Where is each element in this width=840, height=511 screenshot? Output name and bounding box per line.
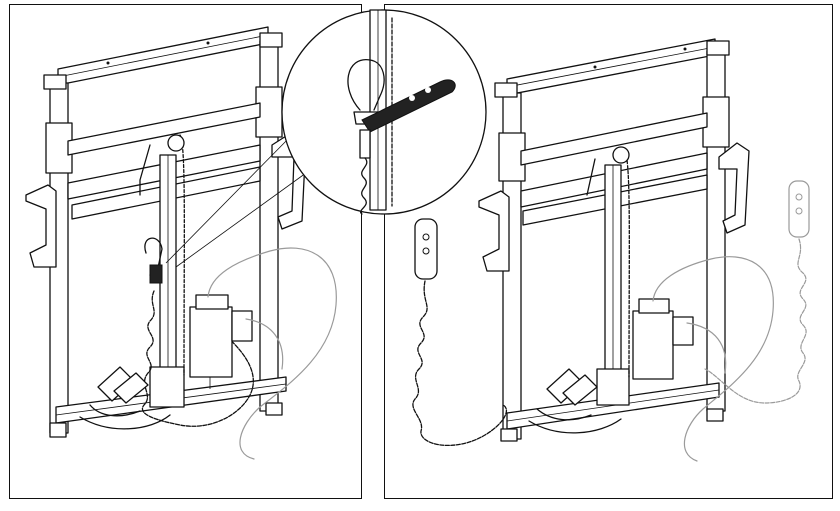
control-box <box>189 306 233 378</box>
left-illustration-panel <box>9 4 362 499</box>
coiled-cable-extended <box>412 280 508 447</box>
coiled-cable <box>141 290 254 427</box>
handset-docked <box>149 264 163 284</box>
right-frame-drawing <box>412 38 810 462</box>
left-bracket <box>25 184 57 268</box>
handset-hook <box>144 237 163 278</box>
power-cable <box>207 247 337 460</box>
right-illustration-panel <box>384 4 833 499</box>
left-frame-drawing <box>25 26 337 460</box>
